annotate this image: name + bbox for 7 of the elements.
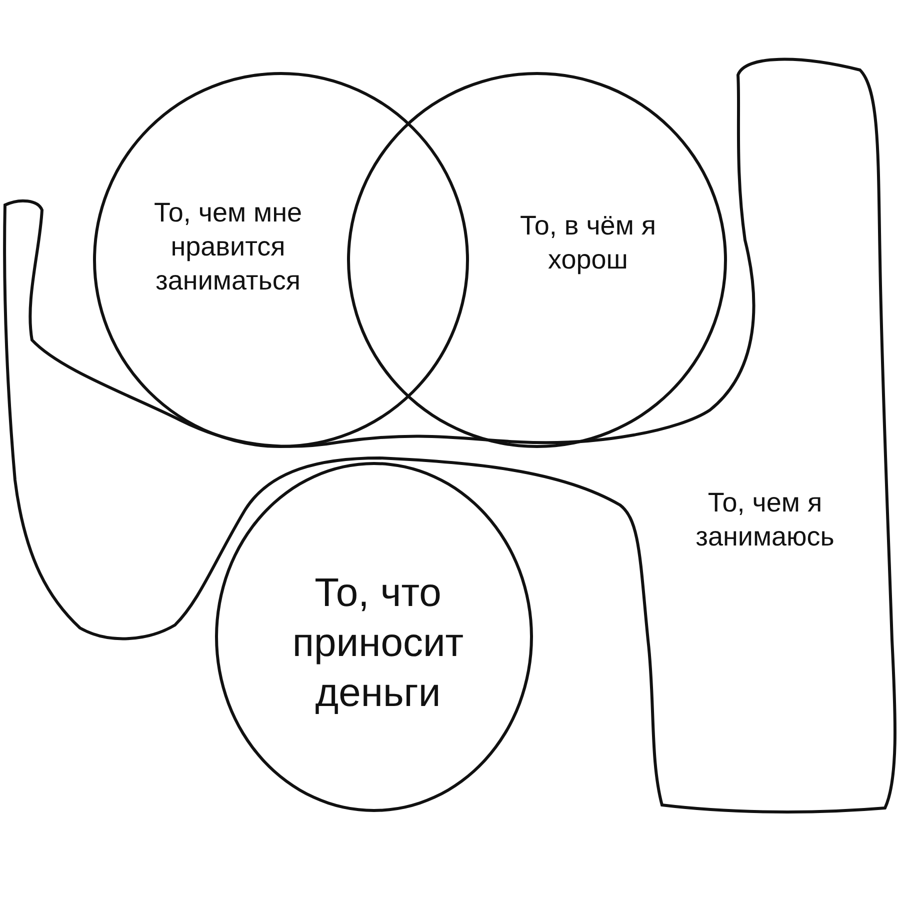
region-label: То, что приносит деньги (291, 570, 465, 717)
region-label: То, чем я занимаюсь (694, 486, 836, 553)
region-label: То, в чём я хорош (518, 209, 657, 276)
region-label: То, чем мне нравится заниматься (152, 196, 304, 297)
venn-circle (215, 462, 533, 812)
venn-circle (93, 72, 469, 448)
venn-circle (347, 72, 727, 448)
